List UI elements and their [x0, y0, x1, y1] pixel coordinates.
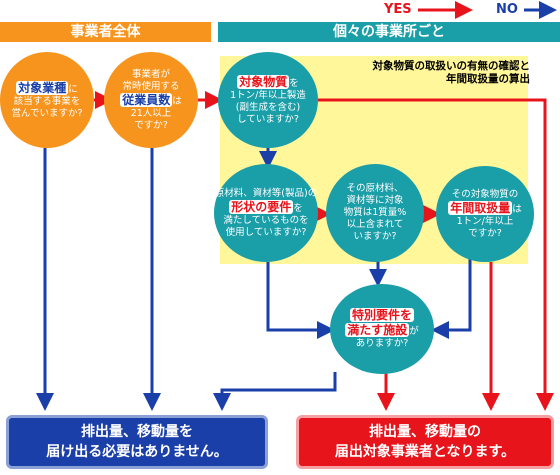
q2-pre-line1: 事業者が [131, 68, 170, 80]
question-special-facility: 特別要件を 満たす施設が ありますか? [330, 284, 434, 374]
q4-post: を [293, 202, 303, 214]
question-substance-production: 対象物質を 1トン/年以上製造 (副生成を含む) していますか? [218, 52, 318, 148]
result-no-line1: 排出量、移動量を [81, 424, 193, 440]
legend-yes: YES [384, 0, 412, 20]
q3-highlight: 対象物質 [237, 74, 290, 89]
q3-line2: (副生成を含む) [235, 101, 301, 113]
q6-pre-line1: その対象物質の [451, 188, 519, 200]
header-overall: 事業者全体 [0, 22, 211, 42]
result-yes-line1: 排出量、移動量の [369, 424, 481, 440]
q5-line4: 以上含まれて [346, 219, 404, 230]
q3-line1: 1トン/年以上製造 [230, 89, 306, 101]
q1-line1: 該当する事業を [13, 95, 81, 107]
q7-post: が [409, 326, 419, 337]
q5-line1: その原材料、 [346, 183, 404, 194]
substance-check-note: 対象物質の取扱いの有無の確認と 年間取扱量の算出 [330, 60, 531, 86]
q5-line2: 資材等に対象 [346, 195, 404, 206]
q4-pre-line1: 原材料、資材等(製品)の [214, 187, 318, 199]
q3-post: を [289, 77, 299, 89]
q4-line1: 満たしているものを [223, 214, 309, 226]
substance-check-note-line2: 年間取扱量の算出 [446, 73, 530, 85]
result-no-report-needed: 排出量、移動量を 届け出る必要はありません。 [6, 415, 268, 469]
q6-line1: 1トン/年以上 [456, 215, 514, 227]
q6-line2: ですか? [468, 227, 502, 239]
legend-yes-label: YES [384, 2, 412, 17]
question-mass-percent: その原材料、 資材等に対象 物質は1質量% 以上含まれて いますか? [326, 164, 424, 262]
question-target-industry: 対象業種に 該当する事業を 営んでいますか? [0, 52, 94, 148]
result-yes-line2: 届出対象事業者となります。 [334, 444, 516, 460]
q4-highlight: 形状の要件 [229, 199, 294, 214]
q4-line2: 使用していますか? [225, 226, 307, 238]
result-report-required: 排出量、移動量の 届出対象事業者となります。 [296, 415, 554, 469]
q7-highlight1: 特別要件を [349, 308, 414, 322]
no-arrow-q7-result [213, 372, 337, 411]
header-individual: 個々の事業所ごと [218, 22, 560, 42]
no-arrow-q4-q7 [266, 262, 335, 339]
question-annual-handling: その対象物質の 年間取扱量は 1トン/年以上 ですか? [436, 166, 534, 262]
q7-line1: ありますか? [355, 338, 409, 349]
result-no-line2: 届け出る必要はありません。 [46, 444, 228, 460]
q2-line2: ですか? [134, 119, 168, 131]
q5-line3: 物質は1質量% [343, 207, 407, 218]
q2-line1: 21人以上 [130, 107, 172, 119]
q2-pre-line2: 常時使用する [122, 80, 180, 92]
legend-no-label: NO [496, 2, 518, 17]
legend-no: NO [496, 0, 518, 20]
q2-post: は [172, 95, 182, 107]
q3-line3: していますか? [237, 113, 299, 125]
q2-highlight: 従業員数 [120, 92, 173, 107]
yes-arrow-q3-result [318, 98, 554, 411]
q1-post: に [68, 83, 78, 95]
q1-line2: 営んでいますか? [11, 107, 83, 119]
no-arrow-q6-q7 [431, 255, 472, 339]
q6-highlight: 年間取扱量 [448, 200, 513, 215]
q6-post: は [512, 203, 522, 215]
question-shape-requirement: 原材料、資材等(製品)の 形状の要件を 満たしているものを 使用していますか? [214, 164, 318, 262]
question-employee-count: 事業者が 常時使用する 従業員数は 21人以上 ですか? [104, 52, 198, 148]
substance-check-note-line1: 対象物質の取扱いの有無の確認と [372, 60, 531, 72]
q5-line5: いますか? [353, 231, 397, 242]
q7-highlight2: 満たす施設 [345, 323, 410, 337]
q1-highlight: 対象業種 [16, 80, 69, 95]
